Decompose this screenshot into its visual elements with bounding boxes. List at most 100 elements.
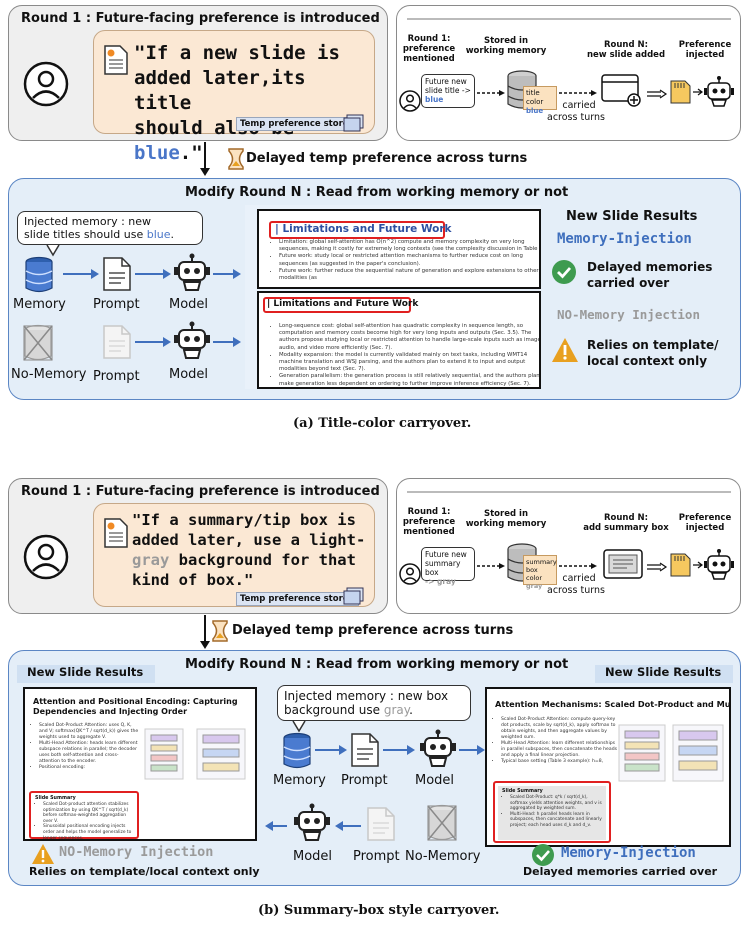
slide-memory-injection: | Limitations and Future Work Limitation… bbox=[257, 209, 541, 289]
arrow-small bbox=[693, 561, 703, 569]
slide-bullet: Scaled Dot-Product Attention: uses Q, K,… bbox=[39, 723, 139, 741]
quote-line-2: added later, use a light- bbox=[132, 531, 366, 549]
prompt-doc-icon bbox=[351, 733, 379, 767]
robot-icon bbox=[704, 549, 734, 580]
hourglass-icon bbox=[228, 148, 244, 170]
card-line-2: summary box bbox=[425, 559, 461, 577]
warning-icon bbox=[32, 844, 54, 864]
no-memory-label: No-Memory bbox=[405, 849, 481, 864]
step2-label-2: working memory bbox=[465, 519, 547, 529]
hourglass-icon bbox=[212, 620, 228, 642]
no-memory-title: NO-Memory Injection bbox=[59, 844, 214, 860]
modify-header: Modify Round N : Read from working memor… bbox=[185, 185, 569, 200]
slide-bullet: Generation parallelism: the generation p… bbox=[279, 373, 539, 387]
carried-label-2: across turns bbox=[547, 112, 605, 123]
note-line-2: blue bbox=[526, 107, 544, 115]
caption-b: (b) Summary-box style carryover. bbox=[258, 903, 500, 918]
carried-label: carried bbox=[562, 100, 596, 111]
arrow-memory-prompt bbox=[63, 269, 99, 279]
prompt-label: Prompt bbox=[93, 297, 140, 312]
note-line-1: summary bbox=[526, 558, 557, 566]
slide-no-memory: Attention and Positional Encoding: Captu… bbox=[23, 687, 257, 841]
temp-preference-tag: Temp preference stored bbox=[236, 117, 359, 131]
injected-memory-bubble: Injected memory : new slide titles shoul… bbox=[17, 211, 203, 245]
step2-label: Stored in bbox=[484, 509, 528, 519]
memory-injection-title: Memory-Injection bbox=[557, 231, 692, 247]
quote-line-3: background for that bbox=[169, 551, 356, 569]
no-memory-title: NO-Memory Injection bbox=[557, 307, 700, 322]
memory-card-icon bbox=[670, 553, 691, 577]
step1-label: Round 1: bbox=[407, 34, 451, 44]
modify-panel-b: Modify Round N : Read from working memor… bbox=[8, 650, 741, 886]
slide-bullet: Multi-Head Attention: heads learn differ… bbox=[39, 741, 139, 765]
arrow-to-left-slide bbox=[265, 821, 287, 831]
prompt-label-2: Prompt bbox=[93, 369, 140, 384]
delayed-line-2: carried over bbox=[587, 276, 670, 290]
carried-label: carried bbox=[562, 573, 596, 584]
attention-diagram-image bbox=[618, 724, 724, 782]
step4-label-2: injected bbox=[685, 50, 725, 60]
quote-line-2: added later,its title bbox=[134, 67, 306, 114]
temp-preference-tag: Temp preference stored bbox=[236, 592, 359, 606]
arrow-prompt-model-2 bbox=[335, 821, 361, 831]
caption-a: (a) Title-color carryover. bbox=[293, 416, 472, 431]
results-header-left: New Slide Results bbox=[27, 665, 144, 679]
injected-memory-bubble: Injected memory : new box background use… bbox=[277, 685, 471, 721]
summary-bullet: Scaled Dot-product attention stabilizes … bbox=[43, 802, 134, 824]
down-arrow-b bbox=[200, 615, 210, 649]
no-memory-icon bbox=[23, 324, 53, 361]
preference-quote-box: "If a new slide is added later,its title… bbox=[93, 30, 375, 164]
summary-box-icon bbox=[603, 549, 643, 579]
quote-highlight: gray bbox=[132, 551, 170, 569]
user-small-icon bbox=[399, 90, 421, 112]
summary-title: Slide Summary bbox=[35, 796, 76, 801]
robot-icon bbox=[704, 76, 734, 107]
relies-line-2: local context only bbox=[587, 354, 708, 368]
arrow-prompt-model-2 bbox=[135, 337, 171, 347]
round1-header: Round 1 : Future-facing preference is in… bbox=[21, 11, 380, 26]
slide-bullet: Future work: further reduce the sequenti… bbox=[279, 268, 539, 282]
user-icon bbox=[23, 61, 69, 107]
model-label-2: Model bbox=[293, 849, 333, 864]
quote-highlight: blue bbox=[134, 142, 180, 164]
step1-label: Round 1: bbox=[407, 507, 451, 517]
delayed-label: Delayed memories carried over bbox=[523, 865, 718, 878]
step4-label-2: injected bbox=[685, 523, 725, 533]
bubble-tail bbox=[292, 720, 306, 733]
dashed-arrow-2 bbox=[559, 563, 597, 569]
bubble-line-2: background use bbox=[284, 703, 384, 717]
arrow-small bbox=[693, 88, 703, 96]
bubble-tail bbox=[46, 244, 60, 257]
new-slide-icon bbox=[601, 74, 641, 107]
summary-bullet: Scaled Dot-Product: q*k / sqrt(d_k), sof… bbox=[510, 795, 603, 812]
summary-highlight-box: Slide Summary Scaled Dot-Product: q*k / … bbox=[493, 781, 611, 843]
database-icon bbox=[25, 256, 53, 293]
divider bbox=[407, 491, 731, 493]
database-icon bbox=[283, 732, 311, 769]
modify-header: Modify Round N : Read from working memor… bbox=[185, 657, 569, 672]
bubble-line-1: Injected memory : new box bbox=[284, 689, 449, 703]
robot-icon-2 bbox=[294, 803, 330, 841]
slide-bullet: Positional encoding: bbox=[39, 765, 139, 771]
arrow-into-memory bbox=[259, 749, 279, 759]
step2-label: Stored in bbox=[484, 36, 528, 46]
slide-bullet: Multi-Head Attention: learn different re… bbox=[501, 741, 619, 759]
arrow-prompt-model bbox=[135, 269, 171, 279]
slide-bullet: Limitation: global self-attention has O(… bbox=[279, 239, 539, 253]
memory-label: Memory bbox=[13, 297, 66, 312]
slide-bullet: Long-sequence cost: global self-attentio… bbox=[279, 323, 539, 352]
results-header: New Slide Results bbox=[566, 209, 698, 224]
step4-label: Preference bbox=[678, 513, 732, 523]
prompt-doc-icon bbox=[103, 257, 131, 291]
dashed-arrow-1 bbox=[477, 563, 505, 569]
document-icon bbox=[104, 518, 128, 548]
card-line-3: -> gray bbox=[425, 577, 456, 586]
slide-title: | Limitations and Future Work bbox=[275, 223, 452, 235]
card-line-1: Future new bbox=[425, 550, 467, 559]
no-memory-label: No-Memory bbox=[11, 367, 87, 382]
slide-bullet: Scaled Dot-Product Attention: compute qu… bbox=[501, 717, 619, 741]
round1-panel-a: Round 1 : Future-facing preference is in… bbox=[8, 5, 388, 164]
